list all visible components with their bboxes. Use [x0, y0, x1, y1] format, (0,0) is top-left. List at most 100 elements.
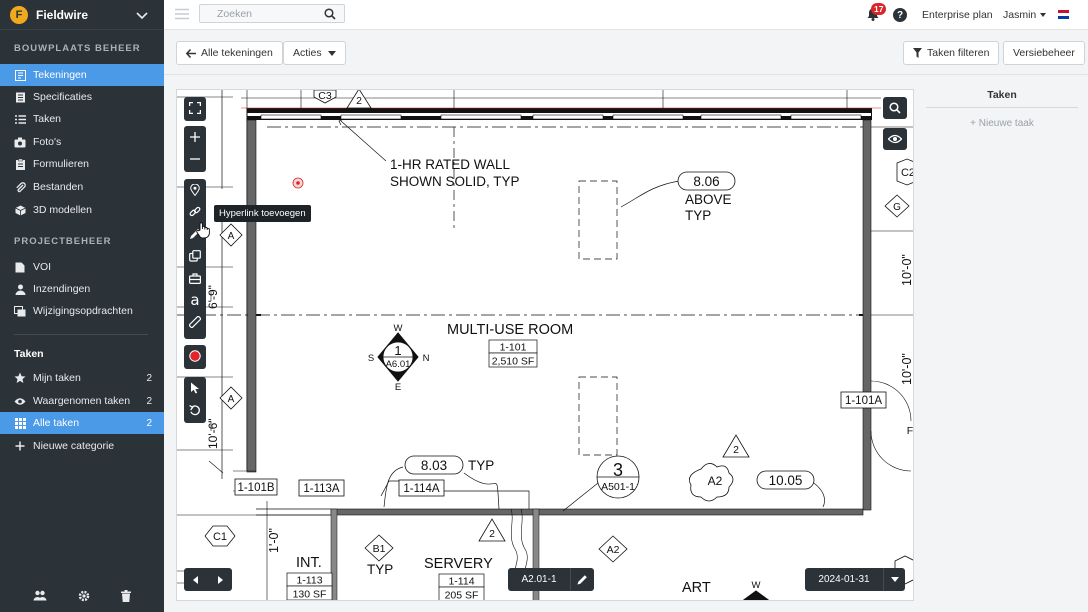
sidebar-item-label: Taken: [33, 113, 62, 125]
sidebar-item-all-tasks[interactable]: Alle taken 2: [0, 412, 164, 434]
section-title-tasks: Taken: [14, 348, 44, 360]
chevron-down-icon: [136, 11, 148, 19]
grid-c3: C3: [318, 90, 332, 102]
fullscreen-tool-group: [184, 97, 206, 121]
sidebar-item-label: 3D modellen: [33, 204, 92, 216]
sidebar-item-tasks[interactable]: Taken: [0, 108, 164, 130]
dim-10-0-lower: 10'-0": [900, 353, 914, 385]
tasks-panel-title: Taken: [926, 89, 1078, 108]
color-picker-button[interactable]: [184, 345, 206, 367]
search-placeholder: Zoeken: [217, 7, 253, 20]
actions-label: Acties: [293, 47, 322, 59]
sidebar-item-my-tasks[interactable]: Mijn taken 2: [0, 367, 164, 389]
version-date: 2024-01-31: [818, 574, 870, 585]
version-dropdown-button[interactable]: [883, 568, 905, 591]
project-switcher[interactable]: F Fieldwire: [0, 0, 164, 30]
sidebar-item-files[interactable]: Bestanden: [0, 176, 164, 198]
sidebar-item-specifications[interactable]: Specificaties: [0, 86, 164, 108]
undo-icon: [189, 404, 200, 416]
compass-number: 1: [394, 343, 401, 358]
sidebar-item-forms[interactable]: Formulieren: [0, 153, 164, 175]
grid-icon: [14, 417, 26, 429]
record-tool-group: [184, 345, 206, 369]
plan-link[interactable]: Enterprise plan: [922, 9, 993, 21]
next-sheet-button[interactable]: [208, 568, 232, 591]
sidebar-footer: [0, 582, 164, 612]
gear-icon[interactable]: [78, 590, 90, 605]
version-control-button[interactable]: Versiebeheer: [1003, 41, 1085, 65]
floor-plan-drawing[interactable]: 1-HR RATED WALL SHOWN SOLID, TYP 8.06 AB…: [177, 90, 914, 601]
shapes-tool-button[interactable]: [184, 245, 206, 267]
user-name: Jasmin: [1003, 9, 1037, 21]
sidebar-item-rfi[interactable]: VOI: [0, 256, 164, 278]
new-task-button[interactable]: + Nieuwe taak: [970, 118, 1034, 129]
trash-icon[interactable]: [120, 589, 131, 605]
filter-icon: [913, 48, 922, 58]
sidebar-item-watched-tasks[interactable]: Waargenomen taken 2: [0, 390, 164, 412]
team-icon[interactable]: [33, 590, 47, 604]
sidebar-item-label: Nieuwe categorie: [33, 440, 115, 452]
tag-1005: 10.05: [769, 473, 803, 488]
text-tool-button[interactable]: a: [184, 289, 206, 311]
typ-label-b1: TYP: [367, 562, 393, 577]
text-tool-icon: a: [190, 290, 200, 309]
sidebar-divider: [14, 334, 148, 335]
version-selector[interactable]: 2024-01-31: [805, 568, 905, 591]
fullscreen-button[interactable]: [184, 97, 206, 119]
compass-s: S: [368, 353, 374, 364]
toolbox-tool-button[interactable]: [184, 267, 206, 289]
filter-tasks-button[interactable]: Taken filteren: [903, 41, 1000, 65]
caret-down-icon: [890, 577, 899, 582]
user-menu[interactable]: Jasmin: [1003, 9, 1047, 21]
sidebar-item-3d-models[interactable]: 3D modellen: [0, 199, 164, 221]
dutch-flag-icon[interactable]: [1058, 10, 1069, 19]
sidebar-item-new-category[interactable]: Nieuwe categorie: [0, 435, 164, 457]
mark-2-mid: 2: [733, 444, 739, 456]
search-input[interactable]: Zoeken: [199, 4, 345, 23]
zoom-out-button[interactable]: [184, 148, 206, 170]
hamburger-menu-icon[interactable]: [175, 8, 189, 20]
previous-sheet-button[interactable]: [184, 568, 208, 591]
room-number-101: 1-101: [500, 342, 527, 354]
servery-label: SERVERY: [424, 556, 493, 572]
markup-tool-group: a: [184, 179, 206, 339]
compass-w-bottom: W: [752, 580, 761, 591]
mark-2-bottom: 2: [489, 528, 495, 540]
grid-c1: C1: [213, 531, 227, 543]
sidebar-item-photos[interactable]: Foto's: [0, 131, 164, 153]
all-drawings-button[interactable]: Alle tekeningen: [176, 41, 283, 65]
zoom-in-button[interactable]: [184, 126, 206, 148]
sheet-selector[interactable]: A2.01-1: [508, 568, 594, 591]
help-button[interactable]: ?: [893, 8, 907, 22]
room-area-101: 2,510 SF: [492, 356, 535, 368]
sidebar-item-label: Specificaties: [33, 91, 92, 103]
shapes-icon: [189, 250, 201, 262]
room-area-113: 130 SF: [293, 589, 327, 601]
sidebar: F Fieldwire BOUWPLAATS BEHEER Tekeningen…: [0, 0, 164, 612]
hyperlink-tool-button[interactable]: [184, 201, 206, 223]
sidebar-item-label: VOI: [33, 261, 52, 273]
section-sheet: A501-1: [601, 481, 635, 493]
search-drawing-button[interactable]: [883, 97, 907, 119]
sidebar-item-label: Alle taken: [33, 417, 80, 429]
filter-tasks-label: Taken filteren: [927, 47, 990, 59]
compass-sheet: A6.01: [386, 359, 411, 370]
actions-dropdown[interactable]: Acties: [283, 41, 346, 65]
select-tool-button[interactable]: [184, 377, 206, 399]
sidebar-item-change-orders[interactable]: Wijzigingsopdrachten: [0, 300, 164, 322]
mark-b1: B1: [373, 543, 386, 555]
sidebar-item-submittals[interactable]: Inzendingen: [0, 278, 164, 300]
minus-icon: [190, 158, 200, 160]
sidebar-item-drawings[interactable]: Tekeningen: [0, 64, 164, 86]
task-count: 2: [146, 372, 152, 384]
room-name-multi-use: MULTI-USE ROOM: [447, 322, 573, 338]
notification-badge: 17: [871, 3, 887, 15]
edit-sheet-button[interactable]: [570, 568, 594, 591]
visibility-toggle-button[interactable]: [883, 128, 907, 150]
undo-button[interactable]: [184, 399, 206, 421]
measure-tool-button[interactable]: [184, 311, 206, 333]
tag-806: 8.06: [693, 174, 719, 189]
version-control-label: Versiebeheer: [1013, 47, 1075, 59]
drawing-viewer[interactable]: 1-HR RATED WALL SHOWN SOLID, TYP 8.06 AB…: [176, 89, 914, 601]
pin-tool-button[interactable]: [184, 179, 206, 201]
